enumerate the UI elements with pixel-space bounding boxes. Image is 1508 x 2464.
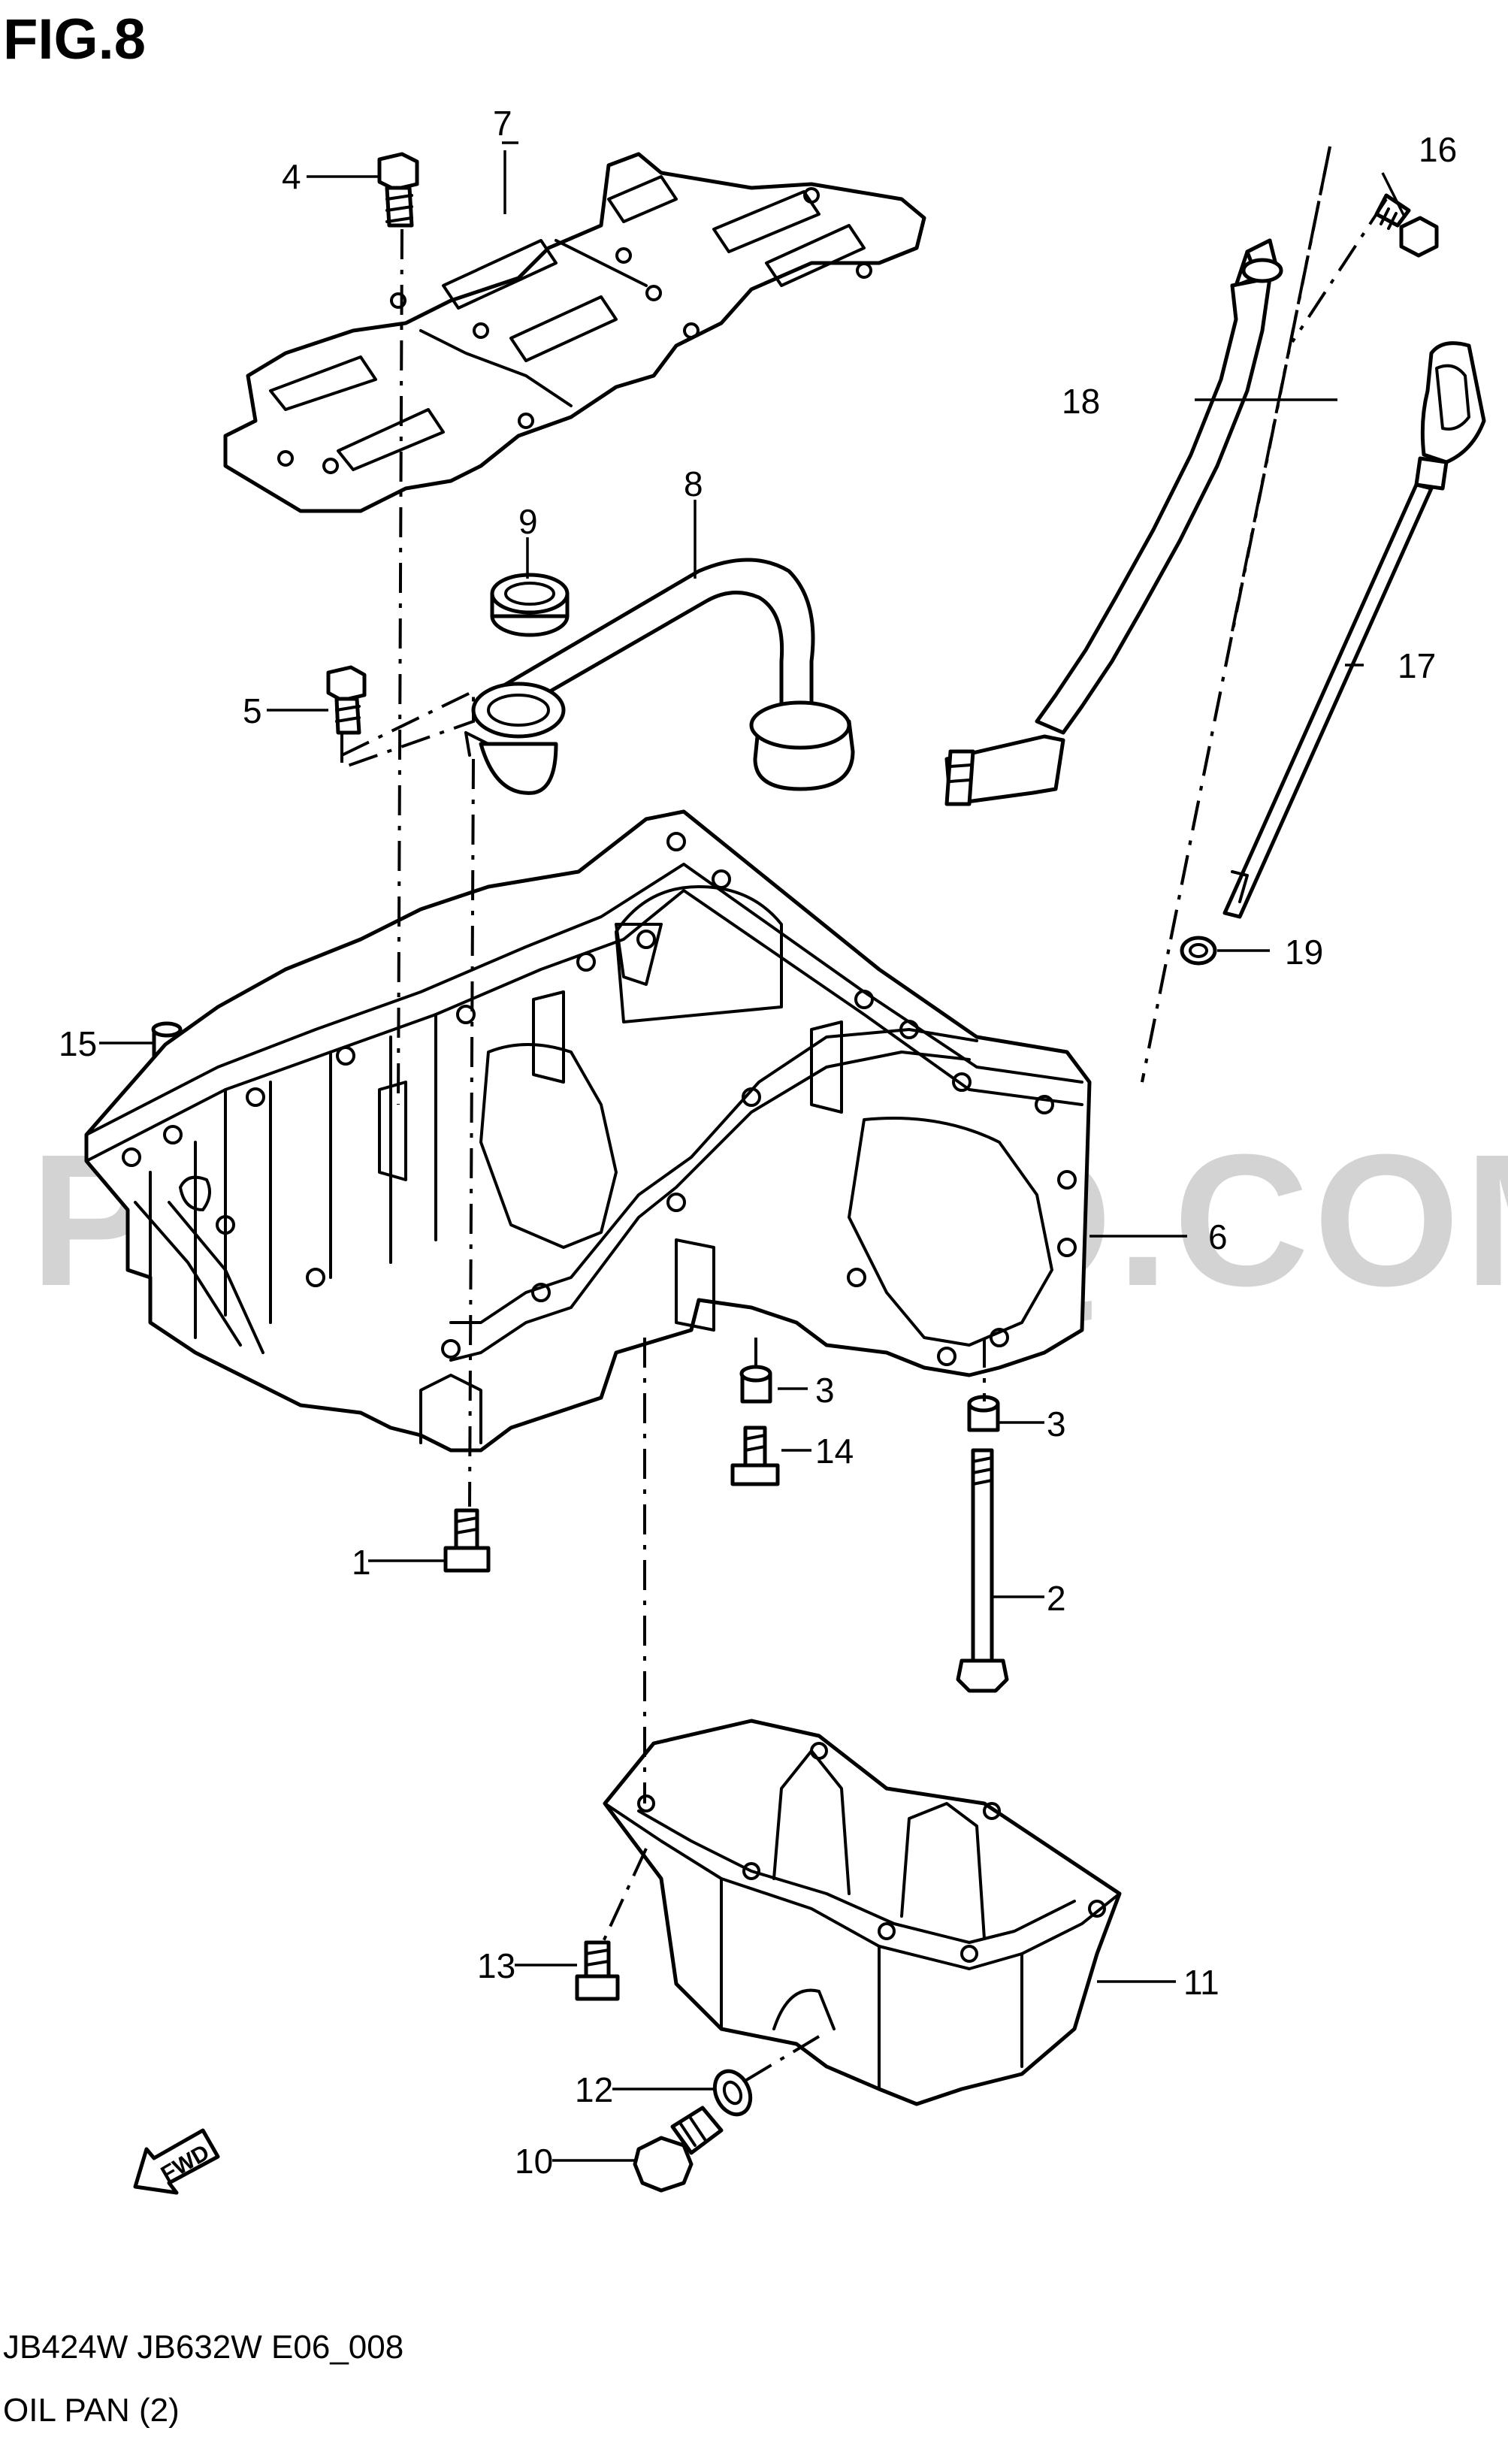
callout-6: 6 (1208, 1217, 1228, 1256)
callout-10: 10 (515, 2142, 553, 2181)
callout-14: 14 (815, 1432, 854, 1471)
callout-8: 8 (684, 464, 703, 503)
part-drain-plug-10 (633, 2106, 724, 2193)
part-o-ring-19 (1180, 936, 1217, 966)
leader-lines (99, 141, 1407, 2162)
callout-12: 12 (575, 2070, 613, 2109)
callout-19: 19 (1285, 933, 1323, 972)
part-stud-bolt-14 (730, 1425, 780, 1486)
footer-section-name: OIL PAN (2) (3, 2392, 180, 2429)
figure-title: FIG.8 (3, 8, 146, 71)
callout-17: 17 (1398, 646, 1436, 685)
callout-4: 4 (282, 157, 301, 196)
callout-3a: 3 (815, 1371, 835, 1410)
part-oil-pan-lower (603, 1719, 1122, 2106)
callout-18: 18 (1062, 382, 1100, 421)
callout-16: 16 (1419, 130, 1457, 169)
part-collar-3a (739, 1365, 772, 1404)
part-long-bolt-2 (956, 1448, 1009, 1693)
callout-5: 5 (243, 691, 262, 730)
part-gasket-12 (712, 2069, 753, 2117)
callout-2: 2 (1047, 1579, 1066, 1618)
callout-1: 1 (352, 1543, 371, 1582)
part-dipstick-guide-tube (944, 238, 1283, 806)
part-oil-strainer (464, 558, 855, 795)
footer-model-line: JB424W JB632W E06_008 (3, 2329, 403, 2366)
callout-13: 13 (477, 1946, 515, 1985)
part-baffle-plate (223, 152, 926, 513)
callout-11: 11 (1183, 1963, 1219, 2002)
part-seal-9 (490, 573, 570, 637)
callout-15: 15 (59, 1024, 97, 1063)
callout-3b: 3 (1047, 1404, 1066, 1444)
part-bolt-16 (1374, 193, 1439, 258)
part-oil-pan-upper (84, 809, 1092, 1453)
alignment-lines (340, 146, 1388, 2083)
part-bolt-5 (326, 665, 367, 735)
callout-9: 9 (518, 502, 538, 541)
part-dipstick (1222, 341, 1486, 919)
part-bolt-13 (575, 1940, 620, 2001)
callout-7: 7 (493, 104, 512, 143)
part-bolt-1 (443, 1508, 491, 1573)
part-collar-3b (967, 1395, 1000, 1432)
callout-labels: 1 2 3 3 4 5 6 7 8 9 10 11 12 13 14 15 16… (59, 104, 1457, 2181)
forward-direction-arrow: FWD (133, 2128, 220, 2195)
part-bolt-4 (377, 152, 419, 228)
